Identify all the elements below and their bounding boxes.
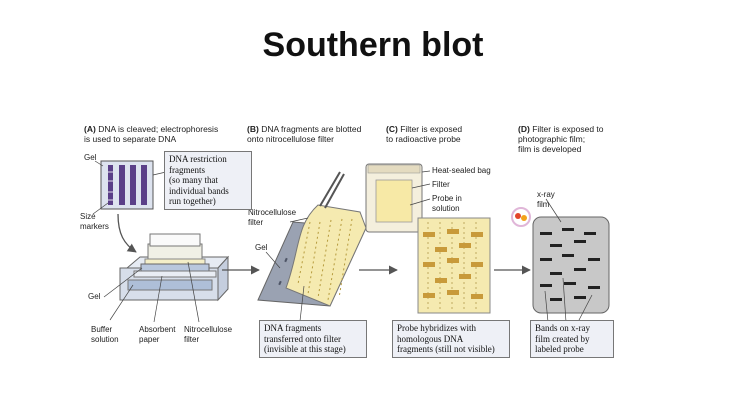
film-band (540, 232, 552, 235)
xray-film (532, 216, 610, 314)
film-band (540, 284, 552, 287)
label-filter: Filter (432, 180, 450, 189)
probe-band (459, 243, 471, 248)
film-band (540, 258, 552, 261)
label-heat-sealed-bag: Heat-sealed bag (432, 166, 491, 175)
size-marker-lane (108, 165, 113, 205)
blotting-apparatus (119, 233, 230, 302)
leader-line (299, 285, 305, 322)
film-band (574, 296, 586, 299)
panel-a-header: (A) DNA is cleaved; electrophoresis is u… (84, 124, 218, 144)
film-band (562, 228, 574, 231)
panel-d-header: (D) Filter is exposed to photographic fi… (518, 124, 604, 154)
leader-line (421, 170, 431, 173)
leader-line (109, 284, 134, 321)
label-gel: Gel (84, 153, 97, 162)
leader-line (103, 267, 143, 298)
probe-band (459, 274, 471, 279)
gel-slab (100, 160, 154, 210)
probe-band (423, 262, 435, 267)
panel-c-header: (C) Filter is exposed to radioactive pro… (386, 124, 462, 144)
leader-line (265, 251, 281, 269)
panel-a-letter: (A) (84, 124, 96, 134)
film-bands (540, 228, 600, 301)
probe-band (447, 290, 459, 295)
gel-lane (119, 165, 125, 205)
leader-line (545, 198, 562, 223)
arrow-gel-to-blot (117, 213, 137, 253)
leader-line (92, 202, 109, 215)
probe-band (471, 232, 483, 237)
color-badge-icon (511, 207, 531, 227)
label-size-markers: Size markers (80, 212, 109, 231)
label-nitrocellulose-filter-b: Nitrocellulose filter (248, 208, 297, 227)
label-buffer-solution: Buffer solution (91, 325, 119, 344)
film-band (564, 282, 576, 285)
gel-lane (130, 165, 136, 205)
label-xray-film: x-ray film (537, 190, 555, 209)
probe-band (435, 247, 447, 252)
leader-line (187, 261, 200, 323)
label-gel-stack: Gel (88, 292, 101, 301)
leader-line (94, 160, 104, 167)
film-band (574, 240, 586, 243)
caption-restriction-fragments: DNA restriction fragments (so many that … (164, 151, 252, 210)
panel-c-text: Filter is exposed to radioactive probe (386, 124, 463, 144)
label-gel-b: Gel (255, 243, 268, 252)
forceps (319, 171, 341, 207)
label-absorbent-paper: Absorbent paper (139, 325, 176, 344)
panel-b-text: DNA fragments are blotted onto nitrocell… (247, 124, 362, 144)
label-probe-in-solution: Probe in solution (432, 194, 462, 213)
leader-line (153, 275, 163, 323)
caption-hybridizes: Probe hybridizes with homologous DNA fra… (392, 320, 510, 358)
leader-line (411, 183, 431, 189)
caption-transferred: DNA fragments transferred onto filter (i… (259, 320, 367, 358)
leader-line (289, 217, 309, 223)
panel-b-letter: (B) (247, 124, 259, 134)
probe-band (447, 229, 459, 234)
probe-band (447, 258, 459, 263)
filter-on-gel (257, 171, 367, 307)
film-band (574, 268, 586, 271)
film-band (562, 254, 574, 257)
film-band (550, 272, 562, 275)
film-band (550, 298, 562, 301)
probe-band (435, 278, 447, 283)
film-band (588, 286, 600, 289)
leader-line (152, 171, 167, 176)
panel-d-text: Filter is exposed to photographic film; … (518, 124, 604, 154)
probe-band (471, 262, 483, 267)
panel-c-letter: (C) (386, 124, 398, 134)
probe-bands (423, 229, 483, 299)
gel-lane (141, 165, 147, 205)
film-band (588, 258, 600, 261)
leader-line (409, 198, 431, 206)
heat-sealed-bag (365, 163, 423, 233)
label-nitrocellulose-filter-a: Nitrocellulose filter (184, 325, 233, 344)
leader-line (562, 277, 567, 323)
probe-band (423, 293, 435, 298)
probe-band (471, 294, 483, 299)
probe-band (423, 232, 435, 237)
slide-title: Southern blot (262, 26, 484, 64)
leader-line (544, 290, 549, 323)
leader-line (577, 294, 593, 323)
panel-b-header: (B) DNA fragments are blotted onto nitro… (247, 124, 361, 144)
panel-a-text: DNA is cleaved; electrophoresis is used … (84, 124, 219, 144)
film-band (584, 232, 596, 235)
panel-d-letter: (D) (518, 124, 530, 134)
caption-bands: Bands on x-ray film created by labeled p… (530, 320, 614, 358)
film-band (550, 244, 562, 247)
